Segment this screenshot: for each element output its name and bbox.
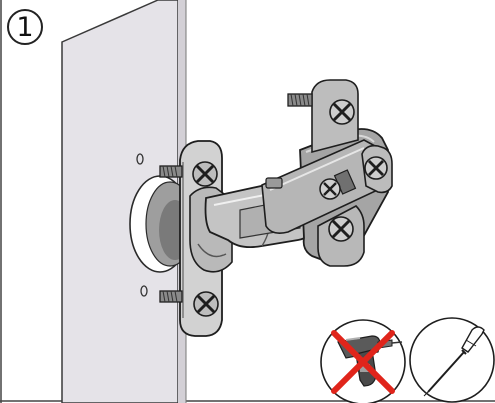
screw-thread-top xyxy=(159,165,183,178)
drill-tool-forbidden xyxy=(320,319,406,403)
plate-tab-bottom xyxy=(317,205,365,267)
plate-tab-right xyxy=(361,144,393,194)
screw-thread-bottom xyxy=(159,290,183,303)
forbidden-cross-icon xyxy=(331,330,395,394)
screwdriver-icon xyxy=(423,326,485,397)
pilot-hole-bottom xyxy=(140,285,148,297)
screwdriver-tool-allowed xyxy=(409,317,495,403)
plate-tab-top xyxy=(287,79,359,154)
step-number-badge: 1 xyxy=(7,9,43,45)
pilot-hole-top xyxy=(136,153,144,165)
